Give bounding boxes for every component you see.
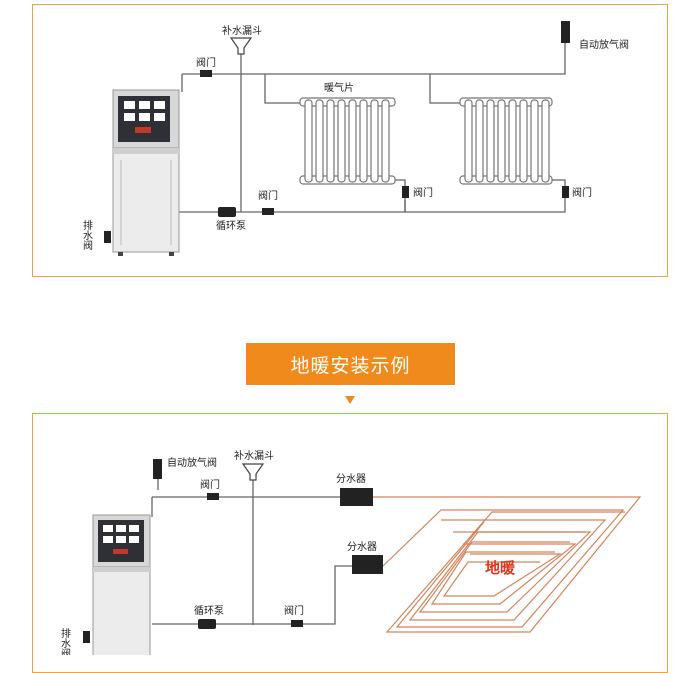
floor-drain-valve-icon [83, 631, 90, 643]
floor-makeup-funnel-icon [241, 463, 265, 481]
floor-heating-label: 地暖 [485, 559, 516, 577]
makeup-funnel-icon [229, 37, 253, 55]
floor-auto-vent-valve-icon [153, 459, 162, 479]
floor-pipe-network [151, 476, 352, 625]
makeup-funnel-label: 补水漏斗 [222, 24, 262, 37]
radiator-1-icon [299, 97, 396, 185]
floor-auto-vent-valve-label: 自动放气阀 [167, 456, 217, 469]
auto-vent-valve-icon [561, 21, 570, 43]
circulation-pump-icon [218, 207, 236, 217]
floor-heating-diagram: 地暖 自动放气阀 补水漏斗 阀门 分水器 分水器 循环泵 阀门 排水阀 [59, 449, 642, 655]
supply-valve-label: 阀门 [196, 56, 216, 69]
floor-supply-valve-icon [207, 493, 219, 500]
floor-makeup-funnel-label: 补水漏斗 [234, 449, 274, 462]
supply-valve-icon [200, 70, 212, 77]
radiator-diagram: 补水漏斗 自动放气阀 阀门 暖气片 阀门 阀门 阀门 循环泵 排水阀 [81, 21, 629, 256]
boiler-unit-icon [112, 89, 180, 256]
drain-valve-icon [104, 231, 111, 243]
manifold-supply-label: 分水器 [336, 473, 366, 485]
floor-supply-valve-label: 阀门 [200, 478, 220, 491]
manifold-supply-icon [340, 488, 373, 506]
return-valve-icon [262, 208, 274, 215]
floor-heating-coil [373, 496, 642, 633]
down-arrow-icon [345, 396, 355, 404]
radiator2-valve-icon [562, 186, 569, 198]
floor-circulation-pump-label: 循环泵 [194, 604, 224, 617]
radiator1-valve-label: 阀门 [413, 186, 433, 199]
return-valve-label: 阀门 [258, 189, 278, 202]
auto-vent-valve-label: 自动放气阀 [579, 38, 629, 51]
floor-boiler-unit-icon [92, 514, 151, 655]
manifold-return-icon [352, 555, 383, 574]
floor-drain-valve-label: 排水阀 [59, 627, 71, 655]
circulation-pump-label: 循环泵 [216, 219, 246, 232]
section-banner: 地暖安装示例 [246, 343, 455, 385]
floor-return-valve-icon [291, 620, 303, 627]
drain-valve-label: 排水阀 [81, 219, 93, 251]
floor-circulation-pump-icon [198, 619, 216, 629]
radiator2-valve-label: 阀门 [572, 186, 592, 199]
manifold-return-label: 分水器 [347, 541, 377, 553]
radiator-label: 暖气片 [324, 81, 354, 94]
radiator-2-icon [459, 97, 553, 185]
radiator1-valve-icon [402, 186, 409, 198]
floor-return-valve-label: 阀门 [284, 604, 304, 617]
